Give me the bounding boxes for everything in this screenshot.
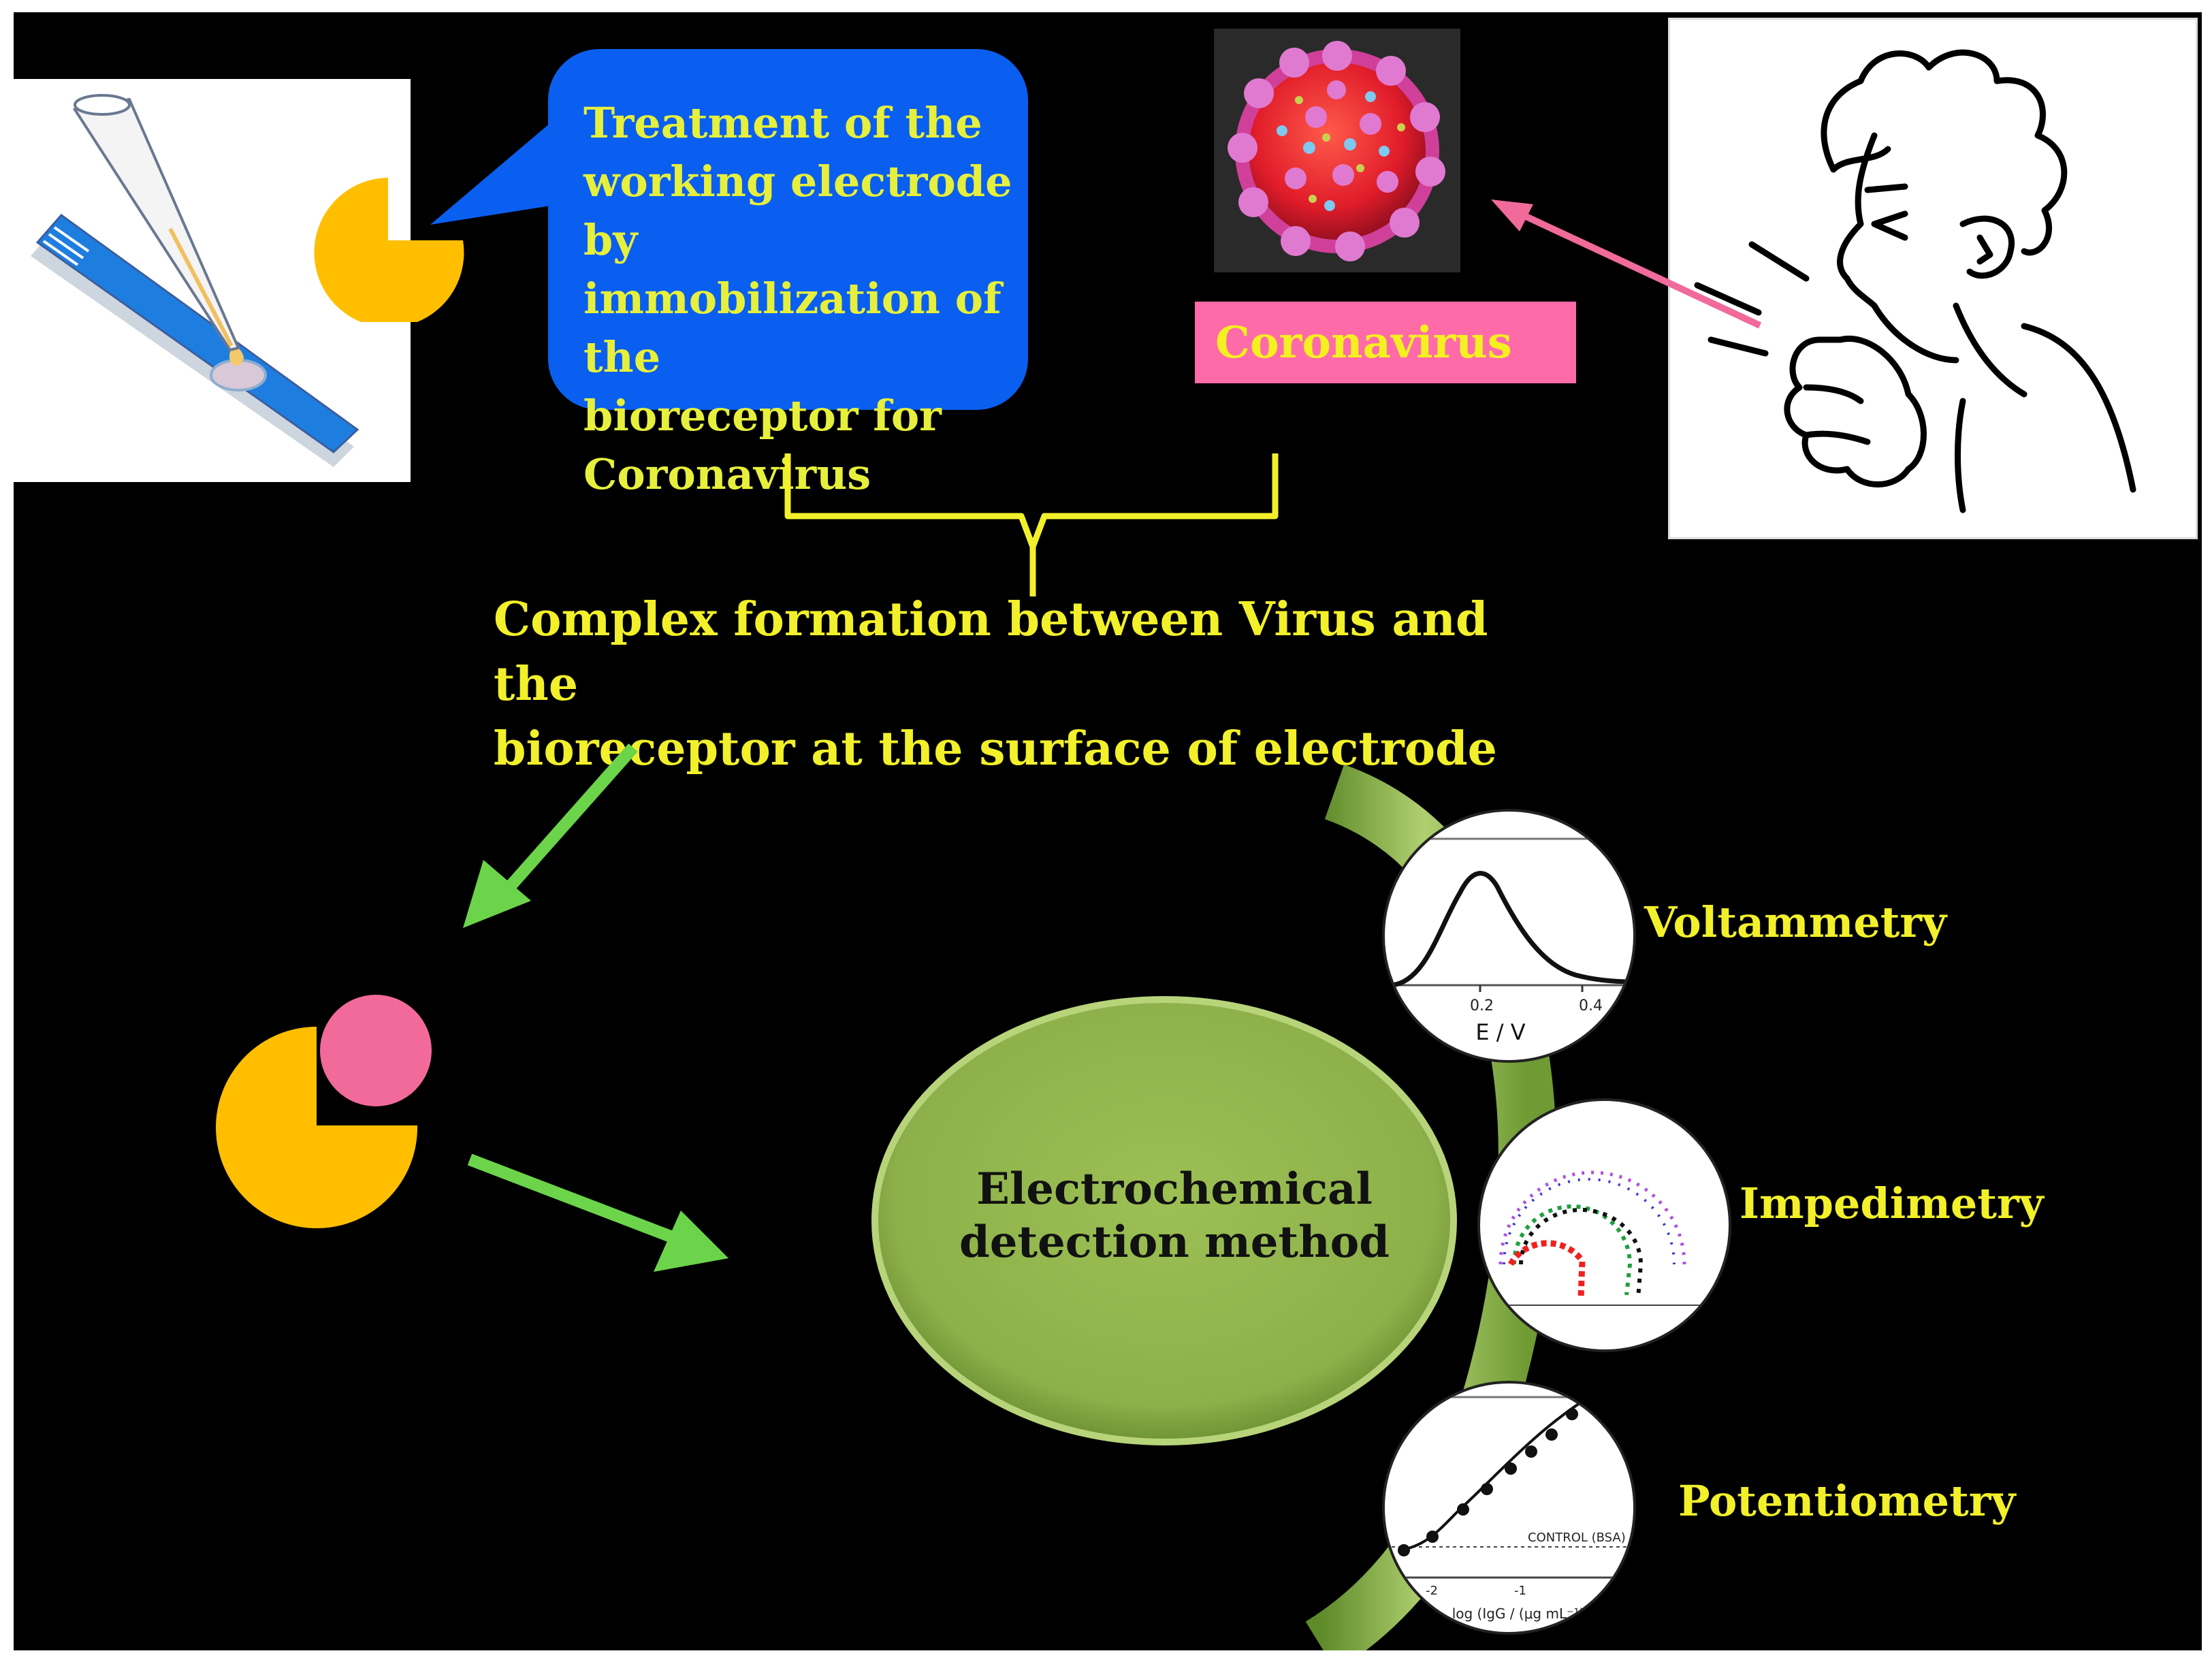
arrow-down-left-icon bbox=[463, 743, 638, 928]
complex-formation-text: Complex formation between Virus and the … bbox=[494, 592, 1497, 776]
complex-icon bbox=[216, 995, 432, 1228]
potentiometry-label: Potentiometry bbox=[1678, 1476, 2016, 1526]
transmission-arrow-icon bbox=[1491, 199, 1762, 329]
electrochemical-detection-label: Electrochemical detection method bbox=[959, 1164, 1390, 1268]
impedimetry-label: Impedimetry bbox=[1740, 1179, 2044, 1228]
coughing-person-icon bbox=[1694, 49, 2136, 513]
virus-image bbox=[1214, 29, 1460, 272]
calibration-curve-icon: CONTROL (BSA) -2 -1 log (IgG / (μg mL⁻¹)… bbox=[1385, 1396, 1633, 1622]
impedimetry-plot bbox=[1477, 1098, 1731, 1352]
nyquist-icon bbox=[1487, 1170, 1729, 1306]
coronavirus-label-text: Coronavirus bbox=[1215, 317, 1512, 368]
potentiometry-plot: CONTROL (BSA) -2 -1 log (IgG / (μg mL⁻¹)… bbox=[1382, 1381, 1636, 1635]
pot-tick-2: -1 bbox=[1514, 1584, 1526, 1598]
detection-ellipse bbox=[871, 996, 1457, 1445]
bracket-icon bbox=[784, 453, 1279, 596]
bioreceptor-icon bbox=[314, 178, 464, 322]
virus-icon bbox=[1228, 41, 1445, 261]
voltammetry-label: Voltammetry bbox=[1644, 897, 1947, 947]
treatment-speech-bubble: Treatment of the working electrode by im… bbox=[548, 49, 1028, 499]
volt-tick-1: 0.2 bbox=[1470, 997, 1494, 1014]
speech-bubble-tail bbox=[430, 108, 568, 225]
pot-tick-1: -2 bbox=[1426, 1584, 1438, 1598]
volt-xlabel: E / V bbox=[1475, 1019, 1525, 1045]
volt-tick-2: 0.4 bbox=[1579, 997, 1603, 1014]
pot-control-label: CONTROL (BSA) bbox=[1528, 1531, 1626, 1545]
arrow-right-icon bbox=[467, 1153, 728, 1272]
electrode-strip-icon bbox=[31, 94, 359, 467]
voltammogram-icon: 0.2 0.4 E / V bbox=[1385, 837, 1633, 1045]
treatment-text: Treatment of the working electrode by im… bbox=[583, 98, 1012, 499]
coronavirus-label: Coronavirus bbox=[1195, 302, 1576, 383]
voltammetry-plot: 0.2 0.4 E / V bbox=[1382, 809, 1636, 1063]
coughing-person-image bbox=[1668, 18, 2198, 539]
pot-xlabel: log (IgG / (μg mL⁻¹)) bbox=[1452, 1605, 1590, 1622]
diagram-panel: Treatment of the working electrode by im… bbox=[14, 12, 2202, 1650]
